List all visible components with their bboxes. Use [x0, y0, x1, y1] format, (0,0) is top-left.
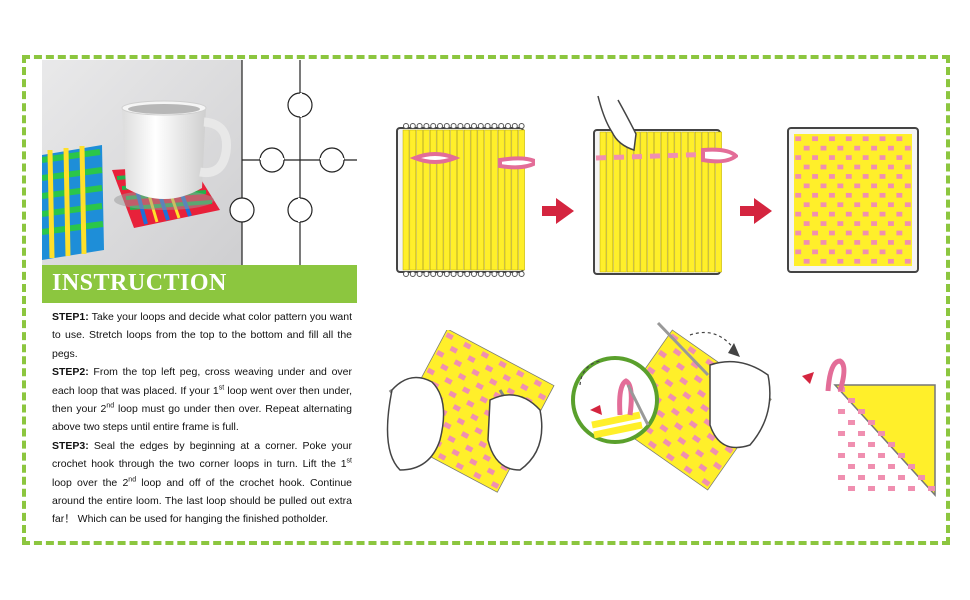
crochet-chain-illustration: [571, 321, 772, 491]
crochet-start-illustration: [386, 330, 555, 493]
finished-potholder-illustration: [825, 358, 936, 497]
mug: [114, 100, 232, 210]
step-3: STEP3: Seal the edges by beginning at a …: [52, 439, 352, 526]
arrow-right-icon: [542, 198, 574, 224]
arrow-right-icon: [740, 198, 772, 224]
product-photo: [42, 60, 357, 265]
step-2: STEP2: From the top left peg, cross weav…: [52, 366, 353, 434]
dashed-border: [22, 55, 950, 545]
woven-loom-illustration: [787, 127, 919, 273]
instruction-steps: STEP1: Take your loops and decide what c…: [52, 308, 352, 529]
loom-loops-illustration: [396, 123, 535, 277]
puzzle-panel: [229, 60, 357, 265]
potholder-left: [42, 145, 104, 260]
page-title: INSTRUCTION: [52, 270, 227, 296]
arrow-diagonal-icon: [794, 372, 814, 392]
weaving-illustration: [593, 95, 738, 275]
instruction-banner: INSTRUCTION: [42, 265, 357, 303]
step-1: STEP1: Take your loops and decide what c…: [52, 311, 352, 360]
